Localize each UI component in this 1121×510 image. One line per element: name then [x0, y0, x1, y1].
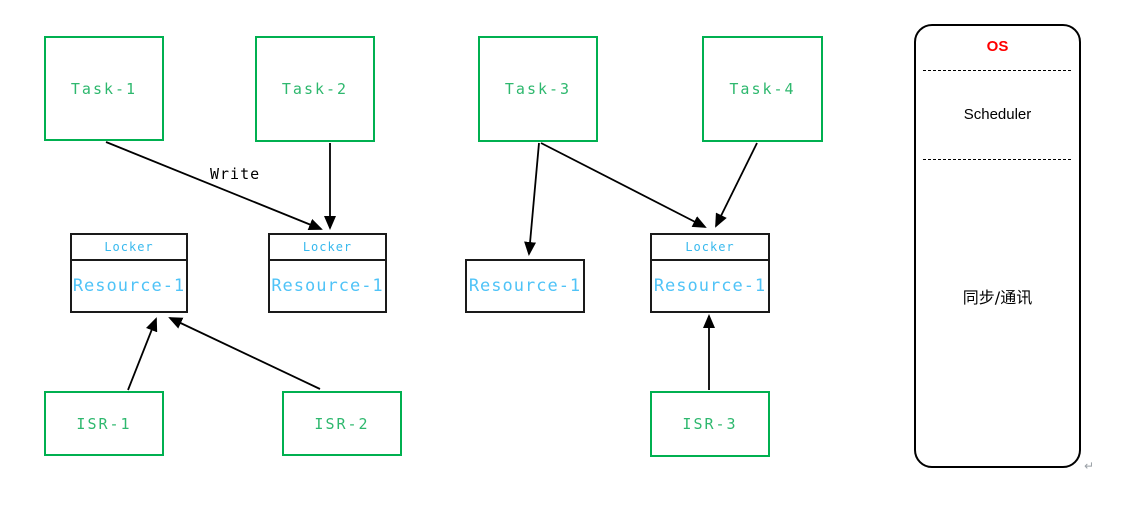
resource-1-locker-header: Locker — [72, 235, 186, 261]
isr-1-box: ISR-1 — [44, 391, 164, 456]
task-4-label: Task-4 — [729, 80, 796, 98]
task-1-box: Task-1 — [44, 36, 164, 141]
arrow-task3-to-resource4 — [540, 142, 707, 228]
os-panel-title: OS — [986, 38, 1009, 55]
resource-4-label: Resource-1 — [653, 276, 767, 296]
isr-3-label: ISR-3 — [682, 415, 738, 433]
resource-1-box: Locker Resource-1 — [70, 233, 188, 313]
task-2-box: Task-2 — [255, 36, 375, 142]
resource-4-locker-header: Locker — [652, 235, 768, 261]
arrow-isr2-to-resource1 — [168, 317, 321, 390]
arrow-isr1-to-resource1 — [127, 317, 158, 391]
resource-2-label: Resource-1 — [271, 276, 384, 296]
resource-3-label: Resource-1 — [468, 276, 582, 296]
task-4-box: Task-4 — [702, 36, 823, 142]
isr-2-box: ISR-2 — [282, 391, 402, 456]
isr-1-label: ISR-1 — [76, 414, 132, 433]
task-3-label: Task-3 — [504, 80, 572, 98]
isr-2-label: ISR-2 — [314, 414, 370, 433]
task-1-label: Task-1 — [70, 79, 138, 98]
isr-3-box: ISR-3 — [650, 391, 770, 457]
resource-2-locker-header: Locker — [270, 235, 385, 261]
resource-1-label: Resource-1 — [72, 276, 186, 296]
os-panel: OS Scheduler 同步/通讯 — [914, 24, 1081, 468]
task-2-label: Task-2 — [281, 80, 349, 98]
resource-3-box: Resource-1 — [465, 259, 585, 313]
arrow-task1-to-resource2 — [105, 141, 323, 231]
resource-2-box: Locker Resource-1 — [268, 233, 387, 313]
arrow-task4-to-resource4 — [715, 142, 758, 228]
os-scheduler-label: Scheduler — [963, 106, 1032, 123]
task-3-box: Task-3 — [478, 36, 598, 142]
os-divider-top — [923, 70, 1071, 71]
write-edge-label: Write — [210, 165, 261, 183]
arrow-task3-to-resource3 — [524, 142, 540, 256]
resource-4-box: Locker Resource-1 — [650, 233, 770, 313]
os-sync-comm-label: 同步/通讯 — [962, 288, 1033, 307]
os-divider-bottom — [923, 159, 1071, 160]
paragraph-return-mark: ↵ — [1084, 459, 1095, 473]
